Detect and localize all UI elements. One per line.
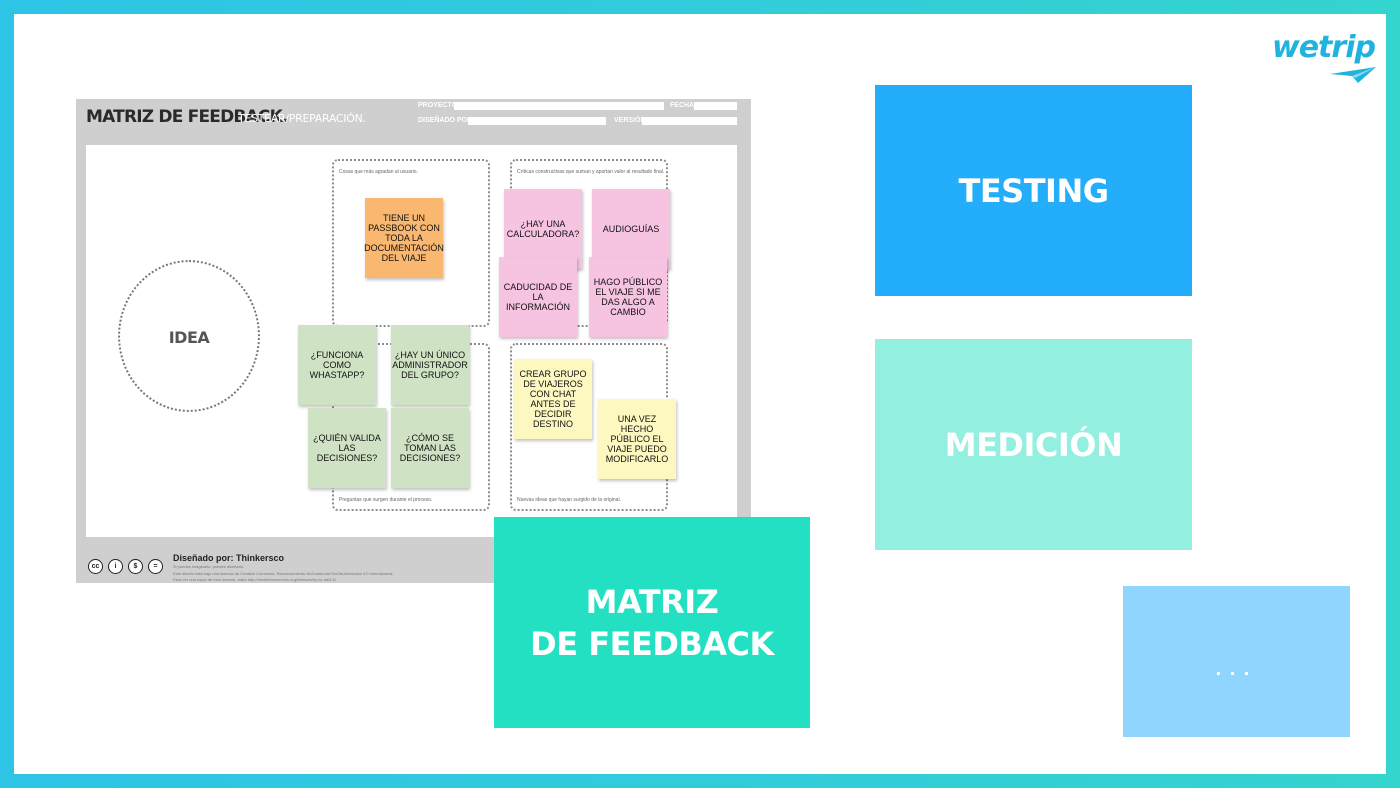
- matrix-footer: cc i $ = Diseñado por: Thinkersco Si pue…: [86, 547, 506, 583]
- cc-icon: cc: [88, 559, 103, 574]
- sticky-administrador: ¿HAY UN ÚNICO ADMINISTRADOR DEL GRUPO?: [391, 325, 469, 405]
- logo-text: wetrip: [1272, 30, 1376, 65]
- footer-license-url: Para ver una copia de esta licencia, vis…: [173, 577, 336, 582]
- idea-circle: IDEA: [118, 260, 260, 412]
- matrix-canvas: IDEA Cosas que más agradan al usuario. C…: [86, 145, 737, 537]
- sticky-crear-grupo: CREAR GRUPO DE VIAJEROS CON CHAT ANTES D…: [514, 359, 592, 439]
- sticky-audioguias: AUDIOGUÍAS: [592, 189, 670, 269]
- sticky-calculadora: ¿HAY UNA CALCULADORA?: [504, 189, 582, 269]
- sticky-como-toman: ¿CÓMO SE TOMAN LAS DECISIONES?: [391, 408, 469, 488]
- field-line-fecha: [694, 102, 737, 110]
- matriz-tile-line1: MATRIZ: [585, 582, 719, 621]
- matrix-subtitle: TESTEAR/PREPARACIÓN.: [238, 112, 366, 125]
- sticky-hago-publico: HAGO PÚBLICO EL VIAJE SI ME DAS ALGO A C…: [589, 257, 667, 337]
- matriz-feedback-tile: MATRIZ DE FEEDBACK: [494, 517, 810, 728]
- paper-plane-icon: [1330, 67, 1376, 83]
- wetrip-logo: wetrip: [1272, 30, 1382, 88]
- field-label-disenado: DISEÑADO POR: [418, 117, 473, 124]
- field-line-disenado: [468, 117, 606, 125]
- sticky-quien-valida: ¿QUIÉN VALIDA LAS DECISIONES?: [308, 408, 386, 488]
- quadrant-note: Nuevas ideas que hayan surgido de la ori…: [517, 497, 621, 503]
- sticky-caducidad: CADUCIDAD DE LA INFORMACIÓN: [499, 257, 577, 337]
- testing-tile: TESTING: [875, 85, 1192, 296]
- matrix-title: MATRIZ DE FEEDBACK.: [86, 107, 288, 127]
- footer-license: Este diseño está bajo una licencia de Cr…: [173, 571, 394, 576]
- noncommercial-icon: $: [128, 559, 143, 574]
- field-label-proyecto: PROYECTO: [418, 102, 458, 109]
- sticky-una-vez: UNA VEZ HECHO PÚBLICO EL VIAJE PUEDO MOD…: [598, 399, 676, 479]
- footer-credit: Diseñado por: Thinkersco: [173, 553, 285, 563]
- sticky-passbook: TIENE UN PASSBOOK CON TODA LA DOCUMENTAC…: [364, 198, 444, 278]
- field-line-proyecto: [454, 102, 664, 110]
- more-tile: ...: [1123, 586, 1350, 737]
- quadrant-note: Críticas constructivas que suman y aport…: [517, 169, 665, 175]
- noderivs-icon: =: [148, 559, 163, 574]
- medicion-tile: MEDICIÓN: [875, 339, 1192, 550]
- quadrant-note: Cosas que más agradan al usuario.: [339, 169, 418, 175]
- field-line-version: [642, 117, 737, 125]
- matriz-tile-line2: DE FEEDBACK: [530, 624, 774, 663]
- attribution-icon: i: [108, 559, 123, 574]
- quadrant-note: Preguntas que surgen durante el proceso.: [339, 497, 433, 503]
- sticky-whatsapp: ¿FUNCIONA COMO WHASTAPP?: [298, 325, 376, 405]
- feedback-matrix: MATRIZ DE FEEDBACK. TESTEAR/PREPARACIÓN.…: [76, 99, 751, 583]
- footer-tagline: Si puedes imaginarlo, puedes diseñarlo.: [173, 564, 245, 569]
- field-label-fecha: FECHA: [670, 102, 695, 109]
- field-label-version: VERSIÓN: [614, 117, 646, 124]
- idea-label: IDEA: [168, 328, 210, 347]
